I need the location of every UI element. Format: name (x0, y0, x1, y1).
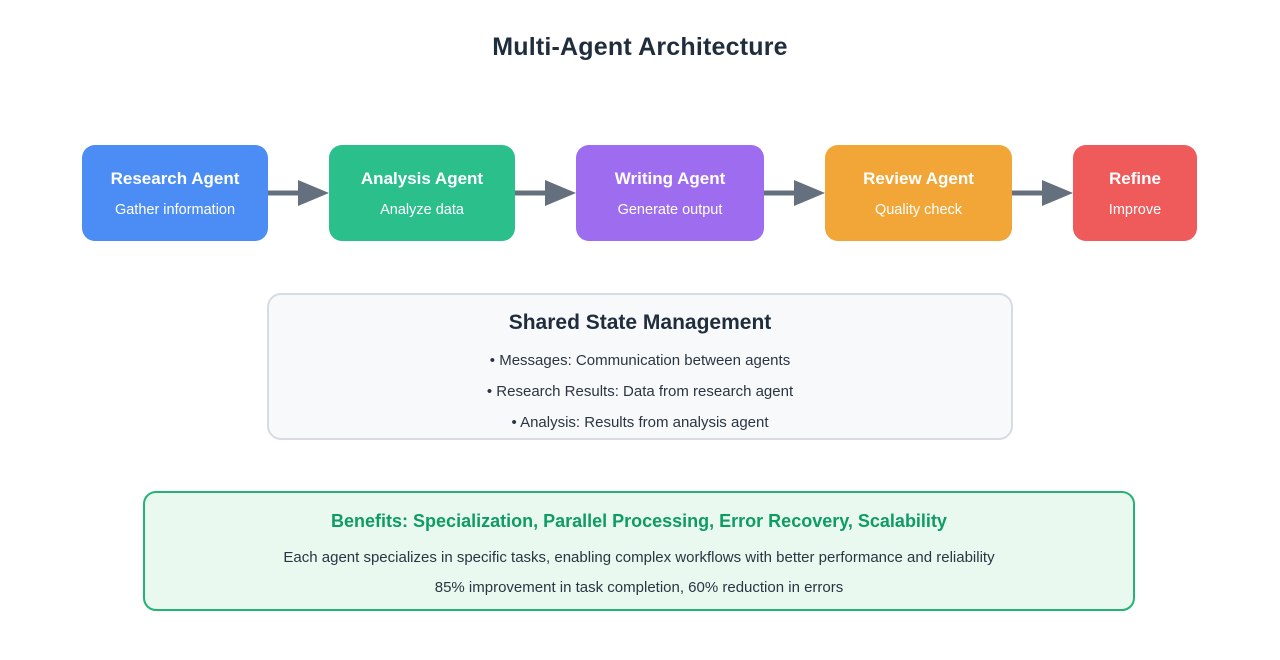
benefits-lines: Each agent specializes in specific tasks… (145, 547, 1133, 598)
flow-arrow-icon (515, 145, 576, 241)
agent-task: Improve (1108, 201, 1162, 218)
flow-arrow-icon (764, 145, 825, 241)
agent-task: Analyze data (380, 201, 464, 218)
flow-arrow-icon (1012, 145, 1073, 241)
agent-name: Review Agent (863, 168, 974, 188)
agent-name: Analysis Agent (360, 168, 484, 188)
agent-name: Research Agent (110, 168, 240, 188)
shared-state-panel: Shared State Management • Messages: Comm… (267, 293, 1013, 440)
benefits-line: Each agent specializes in specific tasks… (283, 549, 995, 566)
agent-task: Gather information (114, 201, 236, 218)
shared-state-item: • Research Results: Data from research a… (486, 383, 794, 400)
benefits-panel: Benefits: Specialization, Parallel Proce… (143, 491, 1135, 611)
benefits-title: Benefits: Specialization, Parallel Proce… (331, 511, 947, 531)
benefits-line: 85% improvement in task completion, 60% … (434, 579, 844, 596)
agent-name: Writing Agent (614, 168, 726, 188)
agent-task: Quality check (874, 201, 963, 218)
shared-state-item: • Analysis: Results from analysis agent (511, 414, 769, 431)
agent-task: Generate output (617, 201, 723, 218)
shared-state-item: • Messages: Communication between agents (489, 352, 791, 369)
flow-arrow-icon (268, 145, 329, 241)
agent-name: Refine (1109, 168, 1161, 188)
diagram-title: Multi-Agent Architecture (492, 33, 788, 61)
shared-state-items: • Messages: Communication between agents… (269, 350, 1011, 434)
shared-state-title: Shared State Management (508, 311, 772, 334)
